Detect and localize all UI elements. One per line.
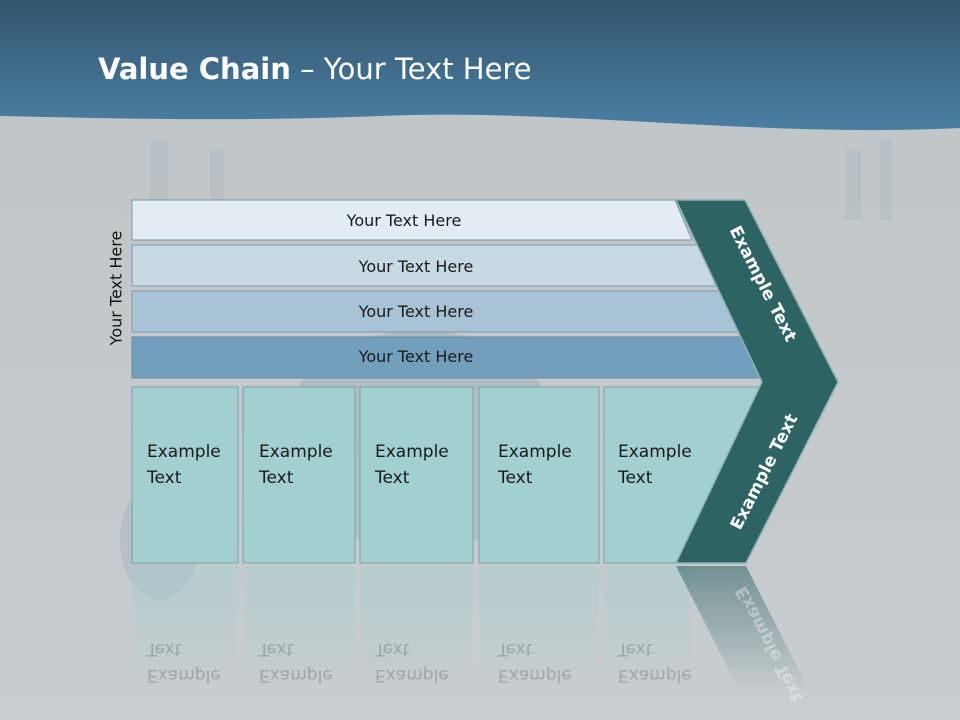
box-1-text: Example Text bbox=[147, 442, 221, 488]
box-5-text: Example Text bbox=[618, 442, 692, 488]
page-title: Value Chain – Your Text Here bbox=[98, 52, 532, 96]
box-4-text: Example Text bbox=[498, 442, 572, 488]
box-4-reflection: Example Text bbox=[498, 639, 572, 685]
box-3-text: Example Text bbox=[375, 442, 449, 488]
box-3-reflection: Example Text bbox=[375, 639, 449, 685]
bar-3-label: Your Text Here bbox=[358, 301, 474, 321]
box-1-reflection: Example Text bbox=[147, 639, 221, 685]
title-rest: – Your Text Here bbox=[290, 52, 532, 86]
bar-2: Your Text Here bbox=[132, 246, 716, 286]
box-5-reflection: Example Text bbox=[618, 639, 692, 685]
bar-3: Your Text Here bbox=[132, 291, 716, 331]
bar-4-label: Your Text Here bbox=[358, 346, 474, 366]
bar-1-label: Your Text Here bbox=[346, 210, 462, 230]
box-4-shape bbox=[478, 386, 600, 564]
box-2-text: Example Text bbox=[259, 442, 333, 488]
bar-2-label: Your Text Here bbox=[358, 256, 474, 276]
bar-4: Your Text Here bbox=[132, 336, 716, 376]
title-bold: Value Chain bbox=[98, 52, 291, 86]
side-label: Your Text Here bbox=[106, 230, 126, 346]
box-2-shape bbox=[242, 386, 356, 564]
header-band bbox=[0, 0, 960, 131]
chevron-shape bbox=[674, 199, 839, 564]
bar-1: Your Text Here bbox=[132, 200, 692, 240]
box-2-reflection: Example Text bbox=[259, 639, 333, 685]
bar-1-shape bbox=[131, 199, 693, 241]
box-1-shape bbox=[131, 386, 239, 564]
box-3-shape bbox=[359, 386, 474, 564]
